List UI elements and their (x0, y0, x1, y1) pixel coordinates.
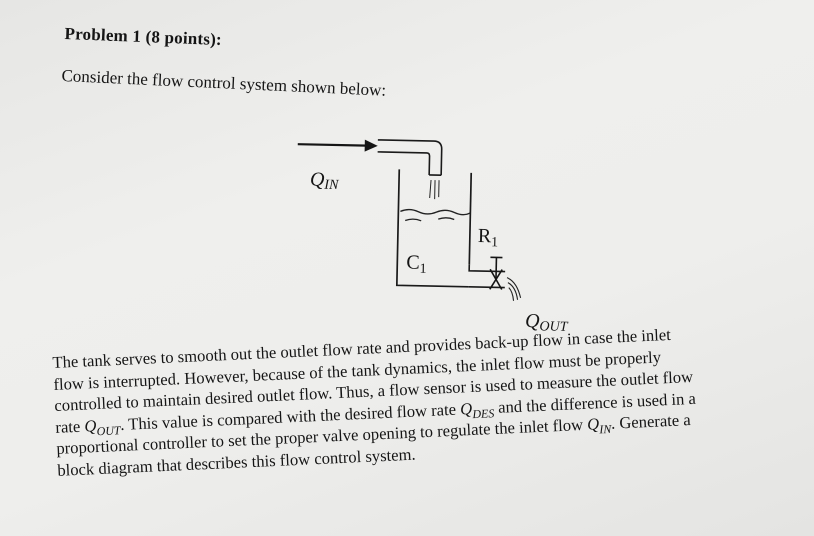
inflow-label: QIN (310, 168, 340, 193)
inflow-arrow (297, 139, 378, 152)
q-in-symbol: QIN (586, 414, 612, 437)
outflow-label: QOUT (525, 310, 569, 335)
tank (395, 169, 473, 288)
outlet-pipe (468, 264, 506, 289)
water-surface (400, 208, 471, 222)
q-des-symbol: QDES (459, 398, 495, 421)
outlet-valve (489, 256, 503, 290)
capacitance-label: C1 (406, 252, 427, 277)
outflow-stream (506, 277, 522, 301)
resistance-label: R1 (478, 225, 499, 250)
inlet-pipe (377, 139, 443, 177)
inflow-stream (429, 179, 440, 200)
q-out-symbol: QOUT (83, 415, 121, 438)
